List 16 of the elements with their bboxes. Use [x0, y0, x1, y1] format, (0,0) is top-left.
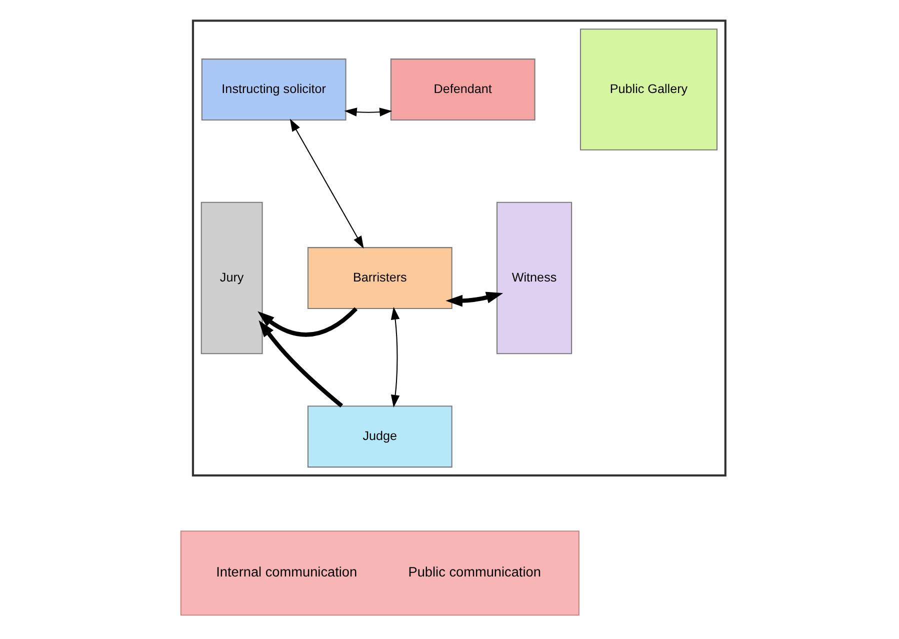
- legend-label: Internal communication: [216, 564, 357, 580]
- arrow: [289, 118, 364, 249]
- arrow: [257, 307, 358, 337]
- node-box: Public Gallery: [579, 28, 718, 150]
- legend-label: Public communication: [408, 564, 540, 580]
- arrow: [344, 108, 392, 116]
- node-box: Barristers: [306, 247, 452, 309]
- arrow: [390, 306, 400, 408]
- arrow: [445, 292, 503, 307]
- node-box: Judge: [306, 406, 452, 468]
- node-box: Jury: [200, 202, 262, 354]
- node-box: Witness: [496, 202, 572, 354]
- arrow: [258, 320, 343, 408]
- node-box: Defendant: [390, 58, 535, 120]
- node-box: Instructing solicitor: [200, 58, 346, 120]
- cluster: [191, 20, 726, 476]
